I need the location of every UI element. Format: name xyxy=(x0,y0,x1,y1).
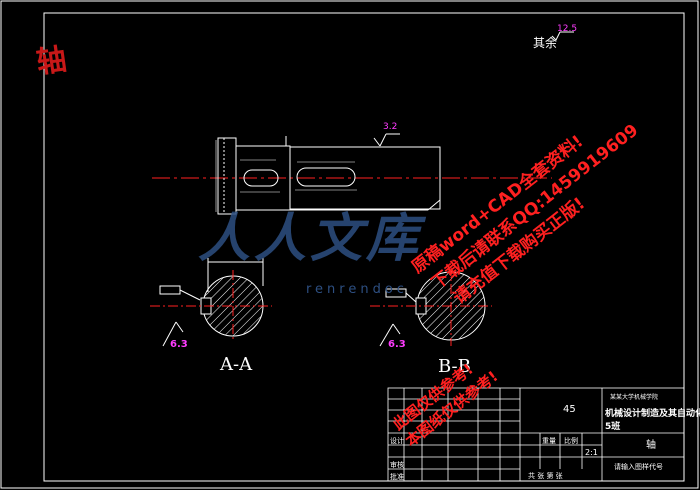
tb-drawing-no: 请输入图样代号 xyxy=(614,463,663,471)
tb-scale: 2:1 xyxy=(585,448,598,457)
title-block-grid xyxy=(387,387,685,482)
roughness-top-value: 3.2 xyxy=(383,122,398,132)
roughness-symbol-rest xyxy=(551,31,574,41)
tb-material: 45 xyxy=(563,404,576,415)
tb-project-line1: 机械设计制造及其自动化 xyxy=(605,409,700,419)
corner-char: 轴 xyxy=(34,42,69,81)
rest-roughness-value: 12.5 xyxy=(557,24,578,34)
inner-border xyxy=(43,12,685,482)
tb-part-name: 轴 xyxy=(646,440,656,451)
tb-check: 审核 xyxy=(390,461,404,469)
section-a-title: A-A xyxy=(220,354,253,375)
rest-label: 其余 xyxy=(533,36,558,50)
roughness-left-value: 6.3 xyxy=(170,339,188,350)
shaft-main-view xyxy=(215,136,441,215)
tb-scale-label: 比例 xyxy=(564,437,578,445)
watermark-brand: 人人文库 xyxy=(198,209,423,269)
roughness-right-value: 6.3 xyxy=(388,339,406,350)
section-a-view xyxy=(150,258,272,347)
section-b-title: B-B xyxy=(438,356,471,377)
tb-sheet-label: 共 张 第 张 xyxy=(528,472,563,480)
tb-school: 某某大学机械学院 xyxy=(610,394,659,401)
tb-weight-label: 重量 xyxy=(542,437,556,445)
watermark-url: renrendoc xyxy=(306,282,408,297)
section-b-view xyxy=(370,266,492,347)
tb-project-line2: 5班 xyxy=(605,422,621,432)
tb-designer: 设计 xyxy=(390,437,404,445)
tb-approve: 批准 xyxy=(390,473,404,481)
roughness-symbol-top xyxy=(373,133,400,147)
